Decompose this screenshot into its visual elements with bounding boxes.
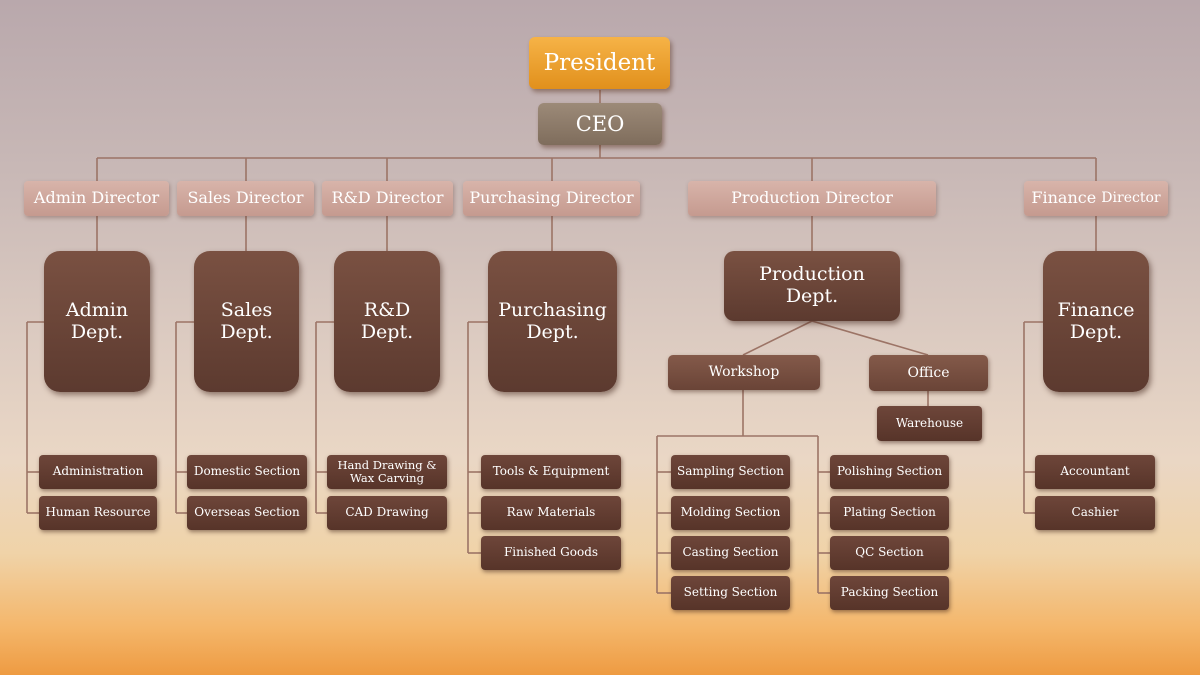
finance-director-node: Finance Director — [1024, 181, 1168, 216]
office-node: Office — [869, 355, 988, 391]
section-molding: Molding Section — [671, 496, 790, 530]
section-raw-materials: Raw Materials — [481, 496, 621, 530]
workshop-node: Workshop — [668, 355, 820, 390]
purchasing-director-node: Purchasing Director — [463, 181, 640, 216]
production-director-node: Production Director — [688, 181, 936, 216]
sales-director-node: Sales Director — [177, 181, 314, 216]
section-administration: Administration — [39, 455, 157, 489]
section-setting: Setting Section — [671, 576, 790, 610]
section-packing: Packing Section — [830, 576, 949, 610]
production-dept-node: Production Dept. — [724, 251, 900, 321]
finance-dept-node: Finance Dept. — [1043, 251, 1149, 392]
finance-director-title-sub: Director — [1101, 190, 1161, 207]
rd-dept-node: R&D Dept. — [334, 251, 440, 392]
section-accountant: Accountant — [1035, 455, 1155, 489]
section-overseas: Overseas Section — [187, 496, 307, 530]
section-cashier: Cashier — [1035, 496, 1155, 530]
warehouse-node: Warehouse — [877, 406, 982, 441]
section-human-resource: Human Resource — [39, 496, 157, 530]
section-qc: QC Section — [830, 536, 949, 570]
admin-dept-node: Admin Dept. — [44, 251, 150, 392]
sales-dept-node: Sales Dept. — [194, 251, 299, 392]
section-cad-drawing: CAD Drawing — [327, 496, 447, 530]
rd-director-node: R&D Director — [322, 181, 453, 216]
section-tools-equipment: Tools & Equipment — [481, 455, 621, 489]
section-polishing: Polishing Section — [830, 455, 949, 489]
section-plating: Plating Section — [830, 496, 949, 530]
section-casting: Casting Section — [671, 536, 790, 570]
section-finished-goods: Finished Goods — [481, 536, 621, 570]
president-node: President — [529, 37, 670, 89]
section-hand-drawing-wax-carving: Hand Drawing & Wax Carving — [327, 455, 447, 489]
finance-director-title-main: Finance — [1031, 188, 1097, 208]
section-domestic: Domestic Section — [187, 455, 307, 489]
admin-director-node: Admin Director — [24, 181, 169, 216]
section-sampling: Sampling Section — [671, 455, 790, 489]
purchasing-dept-node: Purchasing Dept. — [488, 251, 617, 392]
ceo-node: CEO — [538, 103, 662, 145]
